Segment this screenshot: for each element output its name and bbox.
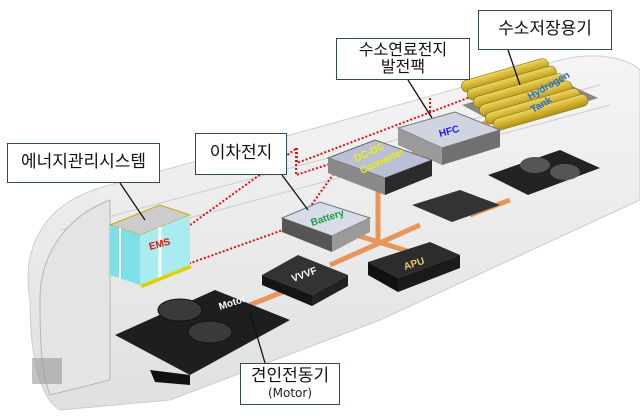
hfc-unit: HFC [396, 111, 502, 165]
rear-bogie [488, 150, 600, 195]
callout-motor-text: 견인전동기 [250, 366, 330, 387]
callout-battery-text: 이차전지 [209, 143, 273, 164]
callout-fuel-cell: 수소연료전지 발전팩 [336, 38, 470, 80]
callout-hydrogen-storage: 수소저장용기 [478, 10, 612, 50]
callout-fuel-cell-text-2: 발전팩 [380, 57, 426, 76]
vvvf-inverter: VVVF [262, 255, 348, 306]
train-nose [39, 199, 111, 396]
ems-cabinet: EMS [108, 204, 192, 288]
apu-unit: APU [368, 242, 460, 292]
callout-ems-text: 에너지관리시스템 [20, 152, 147, 173]
callout-fuel-cell-text-1: 수소연료전지 [358, 40, 448, 60]
callout-leaders [119, 49, 521, 364]
dcdc-converter: DC-DC Converter [326, 139, 434, 195]
callout-battery: 이차전지 [195, 133, 287, 175]
callout-motor: 견인전동기 (Motor) [240, 363, 340, 405]
callout-hydrogen-storage-text: 수소저장용기 [498, 19, 592, 40]
hfc-label: HFC [438, 124, 461, 140]
coupler [32, 358, 62, 384]
callout-motor-text-en: (Motor) [267, 385, 313, 400]
hydrogen-tank: Hydrogen Tank [461, 58, 598, 131]
battery-pack: Battery [280, 201, 372, 252]
auxiliary-unit [412, 190, 500, 222]
callout-ems: 에너지관리시스템 [7, 143, 160, 183]
motor-bogie: Motor [115, 290, 290, 385]
